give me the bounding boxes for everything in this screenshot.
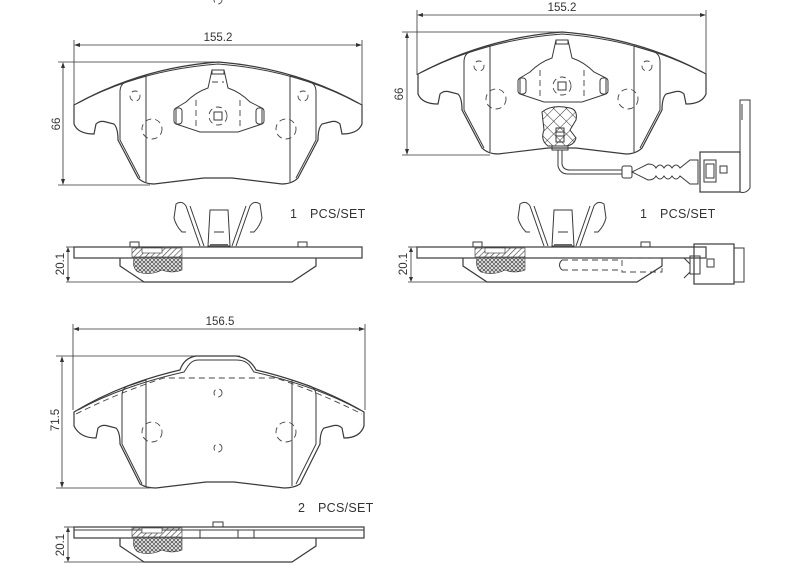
pad-1-quantity-number: 1 [290,207,297,221]
pad-1-quantity-unit: PCS/SET [310,207,366,221]
pad-2-width-label: 155.2 [548,2,577,14]
pad-1-height-label: 66 [51,118,63,131]
pad-1-front-view: 155.2 66 [51,32,363,186]
pad-1-side-view: 20.1 1 PCS/SET [55,201,366,283]
pad-2-height-label: 66 [394,88,406,101]
pad-2-quantity-number: 1 [640,207,647,221]
pad-3-quantity-unit: PCS/SET [318,501,374,515]
pad-3-side-view: 20.1 2 PCS/SET [55,501,374,563]
pad-3-width-label: 156.5 [206,316,235,328]
pad-3-front-view: 156.5 71.5 [50,0,366,489]
pad-2-thickness-label: 20.1 [398,253,410,275]
pad-2-side-view: 20.1 1 PCS/SET [398,201,745,285]
pad-1-thickness-label: 20.1 [55,253,67,275]
pad-3-height-label: 71.5 [50,409,62,431]
pad-3-quantity-number: 2 [298,501,305,515]
pad-2-quantity-unit: PCS/SET [660,207,716,221]
pad-1-width-label: 155.2 [204,32,233,44]
pad-3-thickness-label: 20.1 [55,534,67,556]
pad-2-front-view: 155.2 66 [394,2,751,193]
